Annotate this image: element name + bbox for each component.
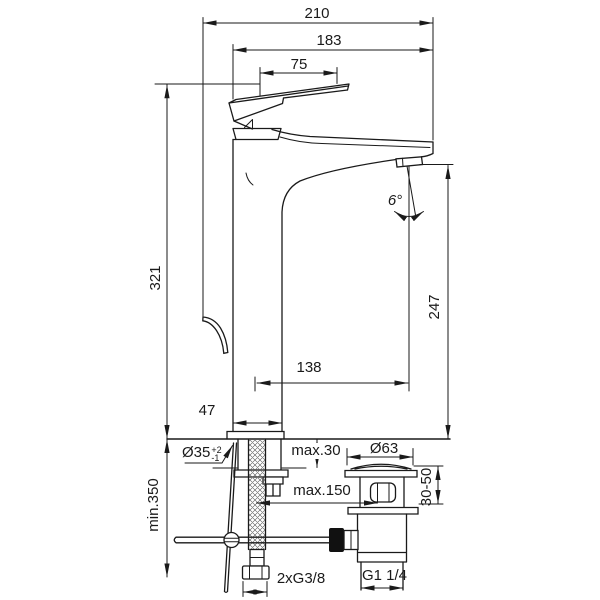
faucet-body — [226, 127, 434, 440]
aerator — [395, 156, 424, 168]
dim-waste-connection-label: G1 1/4 — [362, 567, 408, 584]
faucet-handle — [228, 83, 350, 130]
mounting-hole-tolerance: +2 -1 — [211, 445, 222, 463]
pop-up-rod-knob — [202, 316, 229, 355]
pop-up-rod — [173, 442, 331, 593]
dim-total-depth-label: 210 — [304, 5, 330, 22]
dim-min-clearance-label: min.350 — [145, 478, 162, 532]
supply-hose — [241, 439, 270, 580]
tolerance-minus: -1 — [211, 453, 220, 463]
dim-max-hose-offset-label: max.150 — [293, 482, 351, 499]
waste-assembly — [329, 463, 419, 591]
mounting-hole-diameter: Ø35 — [182, 444, 211, 461]
dim-spout-overhang-label: 183 — [316, 32, 342, 49]
tolerance-plus: +2 — [211, 445, 222, 455]
dim-waste-cap-diameter-label: Ø63 — [369, 440, 399, 457]
dim-total-height-label: 321 — [147, 265, 164, 291]
dim-body-depth-label: 47 — [198, 402, 216, 419]
dim-max-deck-thickness-label: max.30 — [287, 443, 345, 459]
dim-waste-height-range-label: 30-50 — [418, 467, 435, 507]
dim-mounting-hole-label: Ø35 +2 -1 — [182, 444, 222, 463]
dim-supply-connection-label: 2xG3/8 — [276, 570, 326, 587]
dimension-lines — [154, 17, 454, 597]
deck-line — [166, 438, 451, 469]
dim-spout-reach-label: 138 — [296, 359, 322, 376]
dim-outlet-angle-label: 6° — [387, 192, 403, 209]
dim-handle-length-label: 75 — [290, 56, 308, 73]
dim-outlet-height-label: 247 — [426, 294, 443, 320]
